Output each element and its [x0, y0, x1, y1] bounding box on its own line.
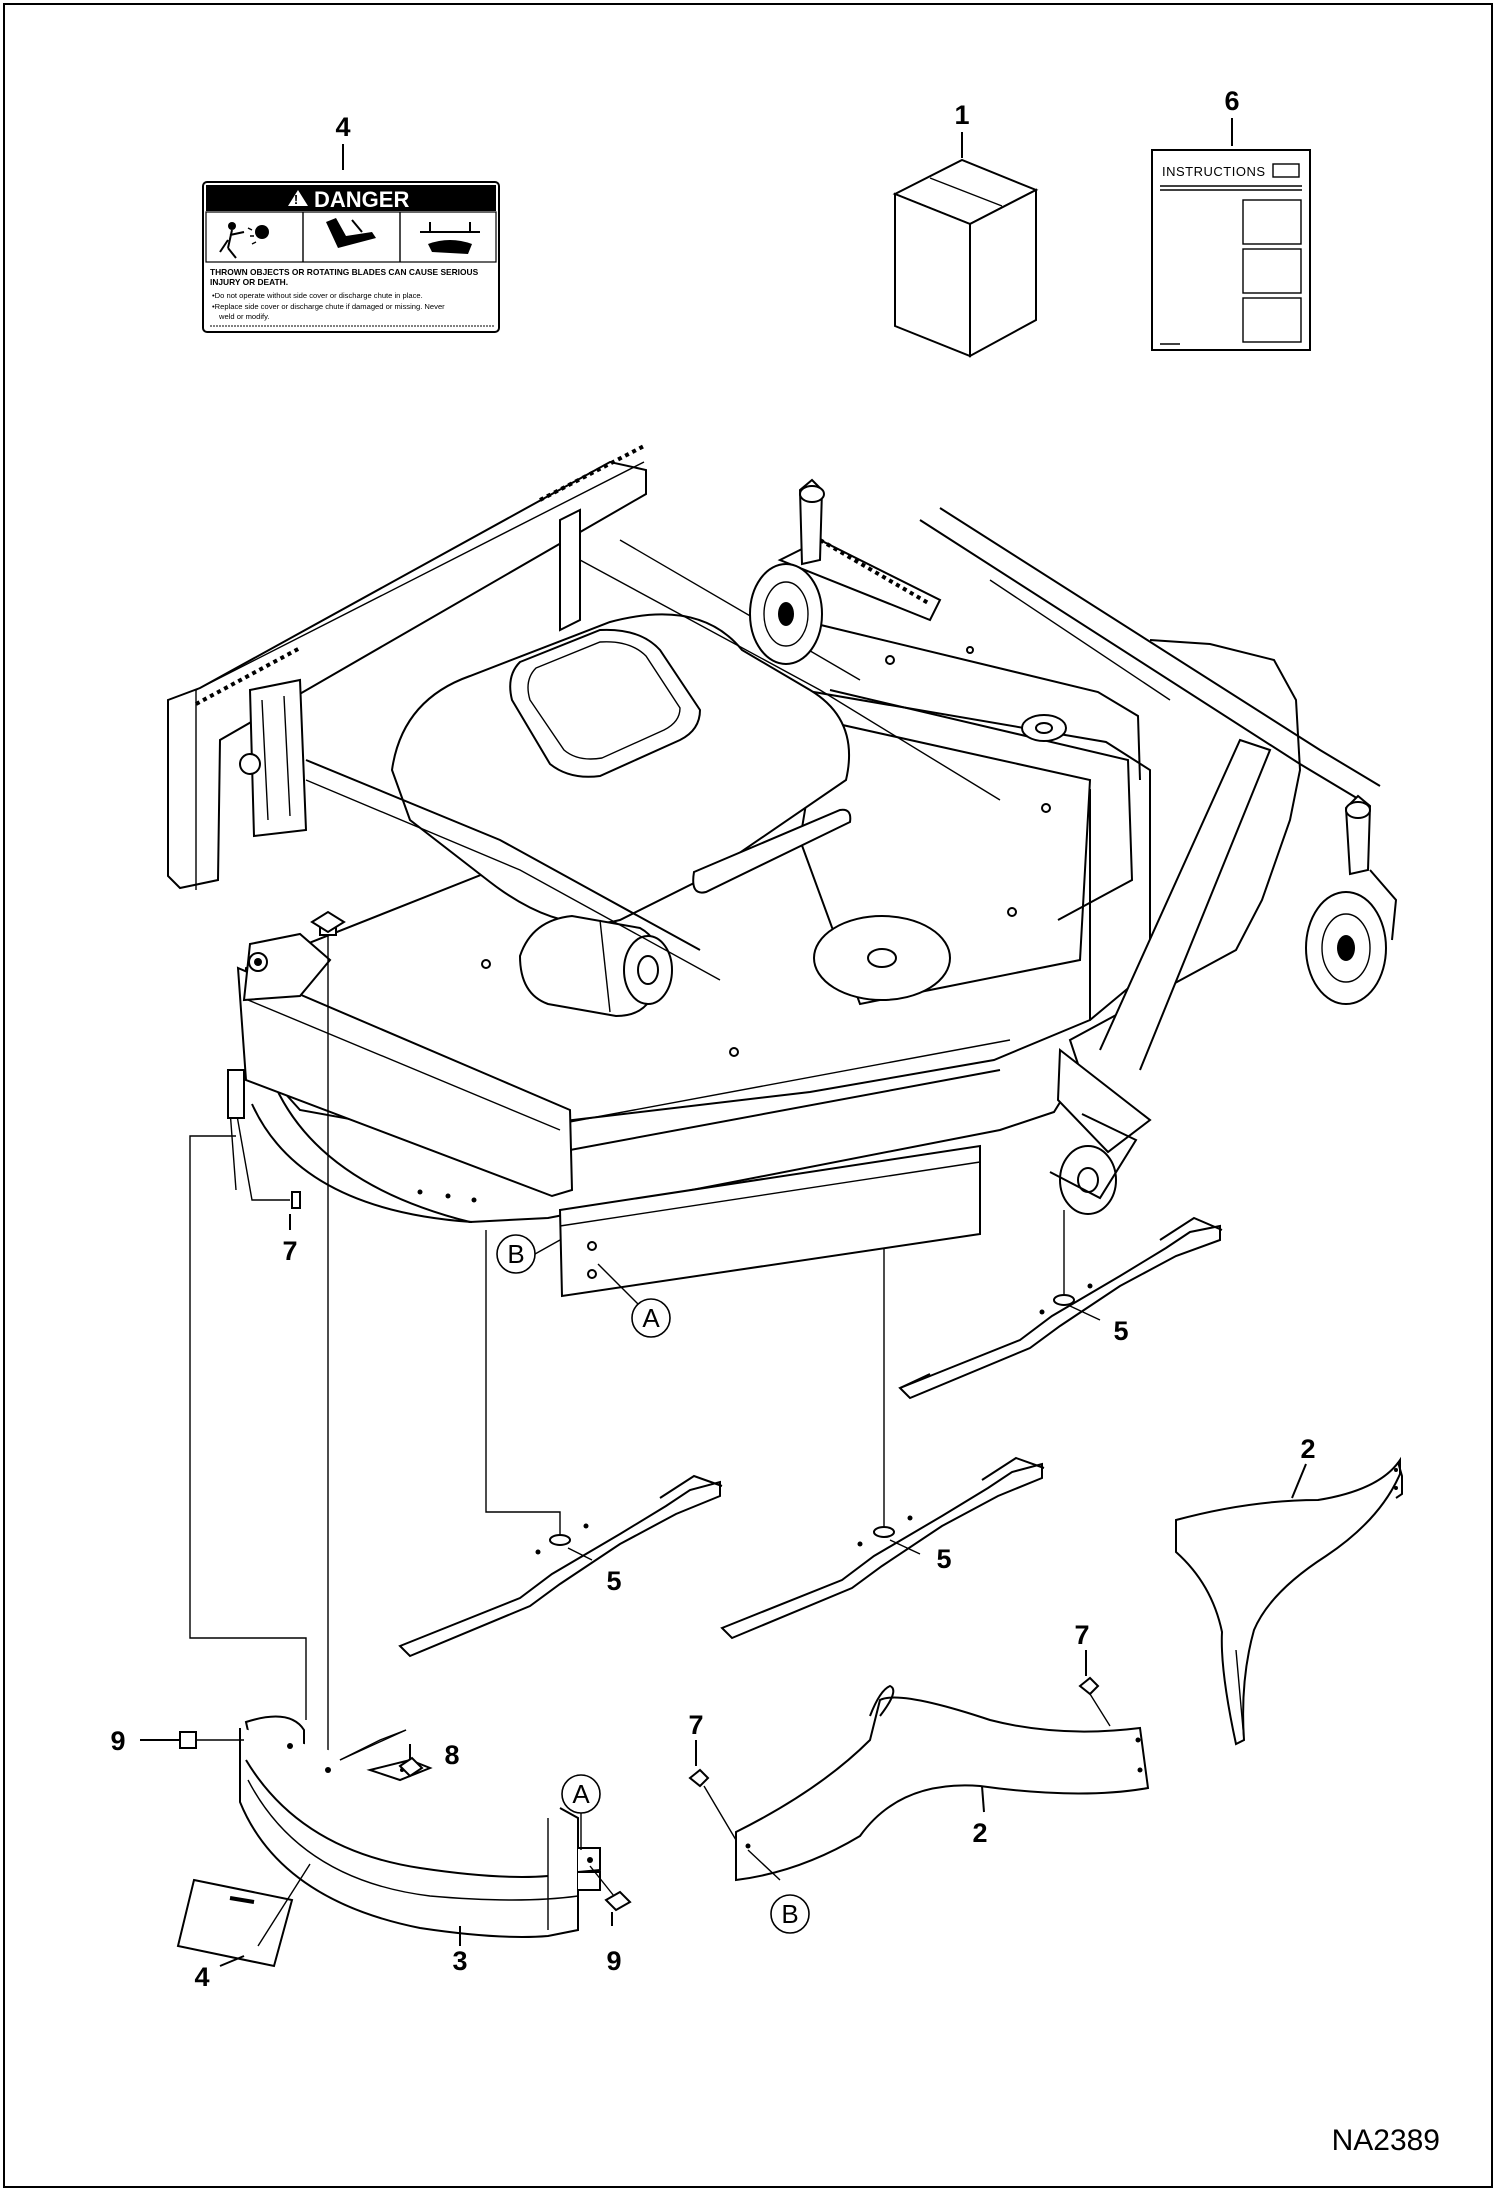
callout-5-right: 5: [1113, 1316, 1128, 1346]
callout-6: 6: [1224, 86, 1239, 116]
svg-text:!: !: [294, 192, 298, 207]
callout-1: 1: [954, 100, 969, 130]
decal-bullet-1: •Do not operate without side cover or di…: [212, 291, 423, 300]
assembly-line: [189, 1135, 307, 1720]
page-border: [3, 3, 1493, 2188]
callout-7-mid: 7: [1074, 1620, 1089, 1650]
decal-bullet-3: weld or modify.: [218, 312, 270, 321]
blade-left: [398, 1474, 723, 1658]
danger-decal: ! DANGER THROWN OBJECTS OR ROTATING BLAD…: [202, 181, 500, 333]
callout-7-left: 7: [282, 1236, 297, 1266]
front-baffle-strip: [558, 1144, 981, 1298]
blade-center: [720, 1456, 1045, 1640]
nut-9-right-icon: [604, 1890, 632, 1912]
side-baffle-upper: [1175, 1456, 1403, 1746]
callout-3: 3: [452, 1946, 467, 1976]
bolt-7-left-icon: [291, 1191, 301, 1209]
leader-line: [1291, 1463, 1307, 1499]
hand-blade-pictogram-icon: [326, 218, 376, 248]
mower-deck-assembly: [167, 444, 1398, 1224]
callout-8: 8: [444, 1740, 459, 1770]
side-baffle-lower: [735, 1684, 1150, 1882]
thrown-object-pictogram-icon: [219, 222, 269, 259]
warning-triangle-icon: [288, 190, 308, 206]
leader-line: [981, 1785, 985, 1813]
bolt-head-icon: [310, 910, 346, 934]
decal-heading: DANGER: [314, 187, 409, 212]
leader-line: [1089, 1693, 1111, 1727]
ref-letter-a-cover: A: [561, 1774, 601, 1814]
shipping-box: [892, 158, 1039, 358]
blade-right: [898, 1216, 1223, 1400]
leader-line: [889, 1539, 921, 1555]
decal-warning-line-2: INJURY OR DEATH.: [210, 277, 288, 287]
callout-2-upper: 2: [1300, 1434, 1315, 1464]
foot-blade-pictogram-icon: [420, 222, 480, 254]
side-cover: [239, 1715, 601, 1938]
callout-7-lower: 7: [688, 1710, 703, 1740]
leader-line: [703, 1785, 737, 1841]
callout-9-left: 9: [110, 1726, 125, 1756]
svg-text:B: B: [507, 1239, 524, 1269]
callout-5-center: 5: [936, 1544, 951, 1574]
svg-text:A: A: [642, 1303, 660, 1333]
svg-text:B: B: [781, 1899, 798, 1929]
svg-text:A: A: [572, 1779, 590, 1809]
leader-line: [747, 1849, 781, 1881]
assembly-line: [589, 1865, 615, 1897]
callout-5-left: 5: [606, 1566, 621, 1596]
decal-bullet-2: •Replace side cover or discharge chute i…: [212, 302, 445, 311]
instructions-manual: INSTRUCTIONS: [1151, 149, 1311, 351]
leader-line: [597, 1263, 639, 1305]
assembly-line: [339, 1729, 407, 1761]
leader-line: [1069, 1305, 1101, 1321]
ref-letter-a-deck: A: [631, 1298, 671, 1338]
leader-line: [534, 1239, 561, 1255]
ref-letter-b-baffle: B: [770, 1894, 810, 1934]
diagram-id: NA2389: [1332, 2124, 1440, 2157]
decal-lower: [176, 1878, 294, 1968]
callout-4-lower: 4: [194, 1962, 209, 1992]
decal-warning-line-1: THROWN OBJECTS OR ROTATING BLADES CAN CA…: [210, 267, 479, 277]
callout-4-decal: 4: [335, 112, 350, 142]
manual-title: INSTRUCTIONS: [1162, 164, 1266, 179]
bolt-7-mid-icon: [1078, 1676, 1100, 1696]
ref-letter-b-deck: B: [496, 1234, 536, 1274]
bracket-icon: [227, 1069, 245, 1119]
leader-line: [567, 1547, 593, 1561]
nut-9-left-icon: [179, 1731, 197, 1749]
bolt-7-lower-icon: [688, 1768, 710, 1788]
bolt-8-icon: [398, 1756, 424, 1778]
callout-2-lower: 2: [972, 1818, 987, 1848]
assembly-line: [257, 1863, 311, 1947]
callout-9-right: 9: [606, 1946, 621, 1976]
assembly-line: [485, 1230, 561, 1540]
leader-line: [219, 1955, 245, 1967]
